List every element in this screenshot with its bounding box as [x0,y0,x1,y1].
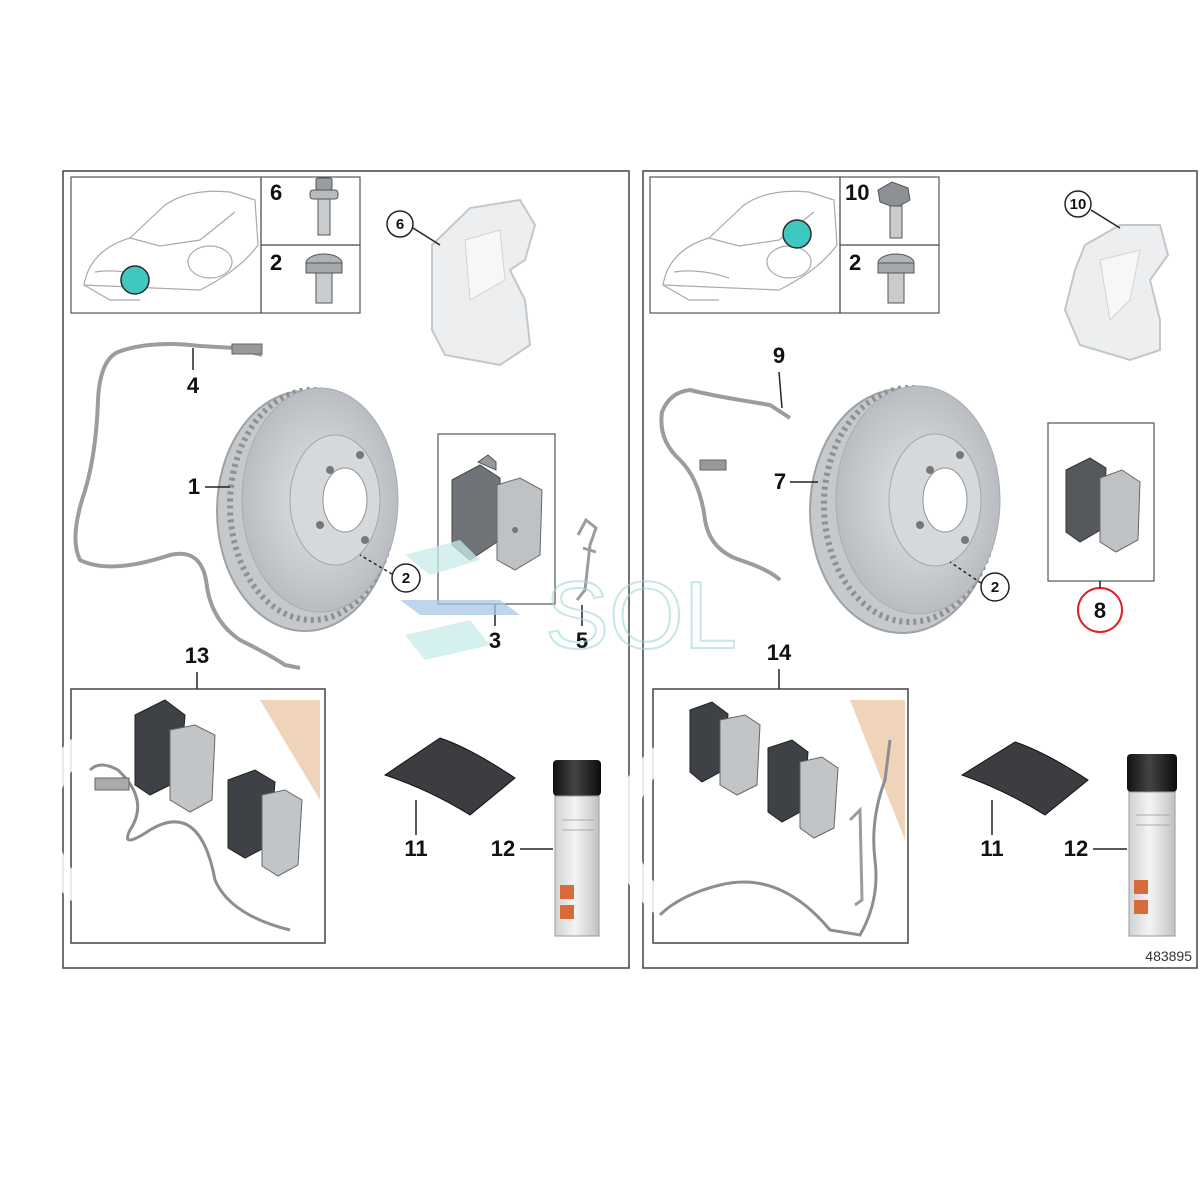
left-kit-contents [34,699,320,932]
right-car-outline [662,190,838,301]
right-kit-box [652,688,909,944]
left-paste-label: 11 [404,836,427,861]
right-carrier-callout-circle [1064,190,1092,218]
right-location-marker [782,219,812,249]
left-carrier-callout-circle [386,210,414,238]
right-carrier-callout: 10 [1070,196,1087,213]
right-fastener-box-2 [839,244,940,314]
left-sensor-label: 4 [187,373,200,398]
left-caliper-carrier [431,198,537,367]
right-paste-label: 11 [980,836,1003,861]
left-bolt-1-icon [309,177,339,236]
right-panel: 10 2 10 9 [614,170,1198,969]
right-spray-label: 12 [1064,836,1088,861]
right-fastener-label-1: 10 [845,180,869,205]
right-bolt-1-icon [877,181,911,239]
watermark-text: SOL [545,562,737,669]
right-kit-contents [614,700,905,937]
left-car-outline [83,190,259,301]
right-pads-box [1047,422,1155,582]
left-spray-can [553,760,601,937]
left-fastener-label-1: 6 [270,180,282,205]
left-kit-box [70,688,326,944]
right-paste-packet [960,741,1089,816]
left-disc-label: 1 [188,474,200,499]
left-kit-label: 13 [185,643,209,668]
left-panel-frame [62,170,630,969]
right-sensor-label: 9 [773,343,785,368]
left-brake-pads [451,454,543,571]
right-panel-frame [642,170,1198,969]
right-pads-label: 8 [1094,598,1106,623]
left-location-marker [120,265,150,295]
right-disc-bolt-callout-circle [980,572,1010,602]
left-pads-label: 3 [489,628,501,653]
reference-number: 483895 [1145,948,1192,964]
right-brake-pads [1065,457,1141,553]
left-pad-clip [575,517,598,601]
right-brake-disc [809,385,1001,634]
left-bolt-2-icon [305,253,343,304]
left-disc-bolt-callout-circle [391,563,421,593]
left-paste-packet [383,737,516,816]
left-panel: 6 2 6 4 [34,170,630,969]
right-sensor-connector [699,459,727,471]
right-kit-label: 14 [767,640,792,665]
right-fastener-label-2: 2 [849,250,861,275]
left-sensor-connector [231,343,263,355]
left-carrier-callout: 6 [396,216,404,233]
left-disc-bolt-callout: 2 [402,570,410,587]
right-wear-sensor [659,387,792,582]
right-bolt-2-icon [877,253,915,304]
right-spray-can [1127,754,1177,937]
left-fastener-label-2: 2 [270,250,282,275]
left-wear-sensor [73,342,301,670]
left-clip-label: 5 [576,628,588,653]
left-spray-label: 12 [491,836,515,861]
left-brake-disc [216,387,399,632]
sol-watermark: SOL [400,540,738,670]
right-disc-label: 7 [774,469,786,494]
right-disc-bolt-callout: 2 [991,579,999,596]
right-caliper-carrier [1063,224,1170,362]
left-fastener-box-2 [260,244,361,314]
